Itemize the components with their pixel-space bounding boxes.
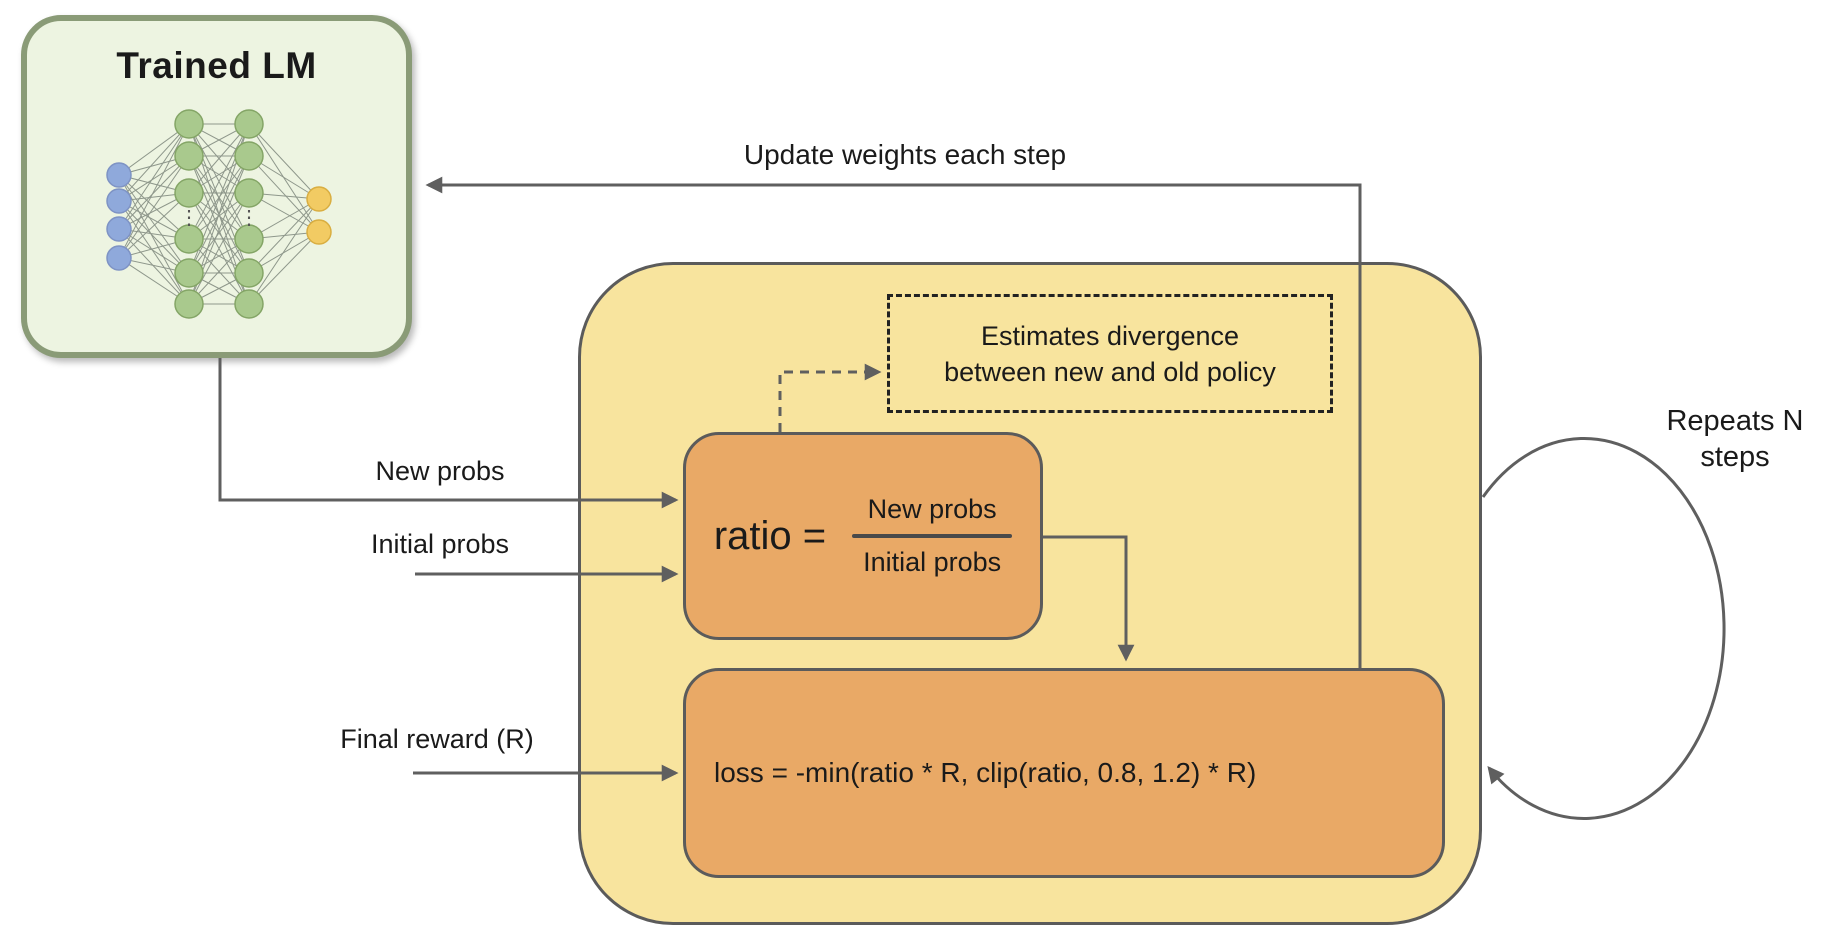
- loss-formula: loss = -min(ratio * R, clip(ratio, 0.8, …: [714, 757, 1257, 788]
- final-reward-label: Final reward (R): [340, 724, 534, 754]
- ratio-lhs: ratio =: [713, 513, 827, 558]
- trained-lm-title: Trained LM: [116, 45, 317, 86]
- ratio-numerator: New probs: [867, 494, 997, 524]
- fraction-bar: [852, 534, 1013, 538]
- ratio-formula-box: ratio = New probs Initial probs: [683, 432, 1043, 640]
- initial-probs-label: Initial probs: [370, 529, 510, 559]
- repeats-n-steps-label: Repeats N steps: [1666, 405, 1804, 473]
- update-weights-label: Update weights each step: [743, 139, 1067, 170]
- divergence-note-line2: between new and old policy: [944, 356, 1276, 387]
- divergence-note: Estimates divergence between new and old…: [887, 294, 1333, 413]
- ratio-fraction: New probs Initial probs: [852, 494, 1013, 578]
- ratio-denominator: Initial probs: [863, 547, 1002, 577]
- svg-text:⋮: ⋮: [179, 207, 199, 229]
- repeat-loop-arrow: [1481, 437, 1726, 820]
- trained-lm-box: Trained LM ⋮⋮: [21, 15, 412, 358]
- svg-text:⋮: ⋮: [239, 207, 259, 229]
- new-probs-label: New probs: [375, 456, 505, 486]
- divergence-note-line1: Estimates divergence: [980, 320, 1240, 351]
- loss-formula-box: loss = -min(ratio * R, clip(ratio, 0.8, …: [683, 668, 1445, 878]
- neural-network-icon: ⋮⋮: [106, 109, 332, 319]
